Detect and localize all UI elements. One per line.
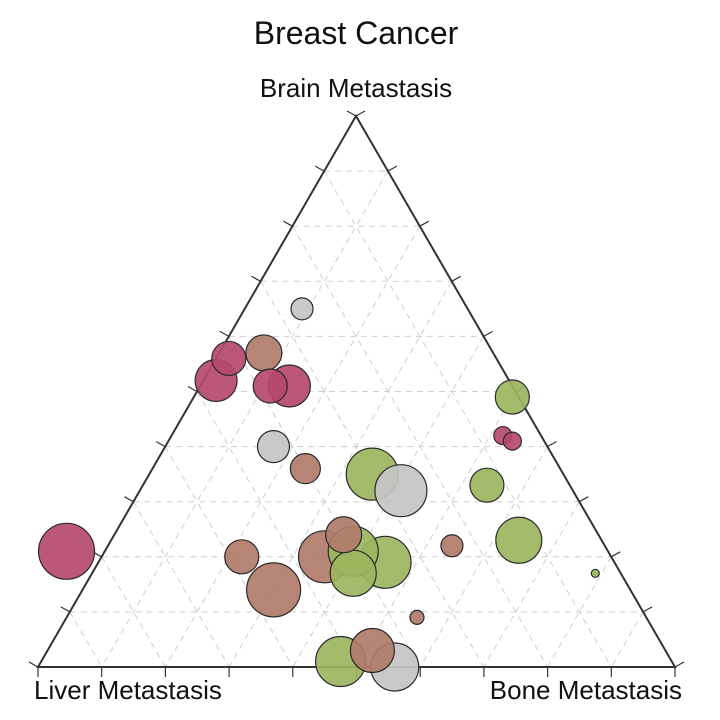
data-point xyxy=(245,334,283,372)
axis-tick xyxy=(155,441,166,448)
grid-line xyxy=(164,225,421,668)
grid-line xyxy=(101,170,389,668)
axis-tick xyxy=(314,165,325,172)
data-point xyxy=(37,522,96,580)
grid-line xyxy=(291,225,549,668)
grid-line xyxy=(164,446,294,668)
data-point xyxy=(494,379,530,415)
data-point xyxy=(329,549,377,597)
chart-title: Breast Cancer xyxy=(254,15,459,51)
right-vertex-label: Bone Metastasis xyxy=(490,675,682,705)
data-point xyxy=(502,431,522,451)
axis-tick xyxy=(346,110,357,117)
axis-tick xyxy=(483,330,493,337)
axis-tick xyxy=(283,220,293,227)
axis-tick xyxy=(642,606,653,613)
grid-line xyxy=(483,501,580,668)
data-point xyxy=(469,467,505,503)
data-point xyxy=(289,453,321,485)
grid-line xyxy=(69,611,103,668)
grid-line xyxy=(356,391,516,668)
data-point xyxy=(256,430,291,464)
grid-line xyxy=(323,170,612,668)
data-point xyxy=(224,539,260,575)
data-point xyxy=(495,516,543,564)
data-point xyxy=(409,609,425,626)
axis-tick xyxy=(60,606,71,613)
data-point xyxy=(252,368,288,404)
data-point xyxy=(374,464,428,518)
axis-tick xyxy=(547,441,557,448)
data-point xyxy=(290,297,314,321)
data-point xyxy=(246,562,302,618)
axis-tick xyxy=(579,496,589,503)
left-vertex-label: Liver Metastasis xyxy=(34,675,222,705)
grid-line xyxy=(132,501,230,668)
grid-line xyxy=(228,281,453,668)
axis-tick xyxy=(387,165,398,172)
axis-tick xyxy=(674,661,685,668)
axis-tick xyxy=(451,275,461,282)
grid-line xyxy=(196,391,357,668)
data-point xyxy=(349,627,396,674)
data-point xyxy=(211,340,247,377)
data-points xyxy=(37,297,600,692)
data-point xyxy=(325,516,363,554)
axis-tick xyxy=(419,220,430,227)
data-point xyxy=(440,534,464,558)
top-vertex-label: Brain Metastasis xyxy=(260,73,452,103)
axis-tick xyxy=(219,330,230,337)
axis-tick xyxy=(251,275,261,282)
axis-tick xyxy=(187,385,198,393)
data-point xyxy=(590,568,600,578)
axis-tick xyxy=(610,551,621,558)
axis-tick xyxy=(124,496,134,503)
grid-line xyxy=(419,446,548,668)
grid-line xyxy=(610,611,644,668)
axis-tick xyxy=(355,110,366,117)
axis-tick xyxy=(28,661,39,668)
